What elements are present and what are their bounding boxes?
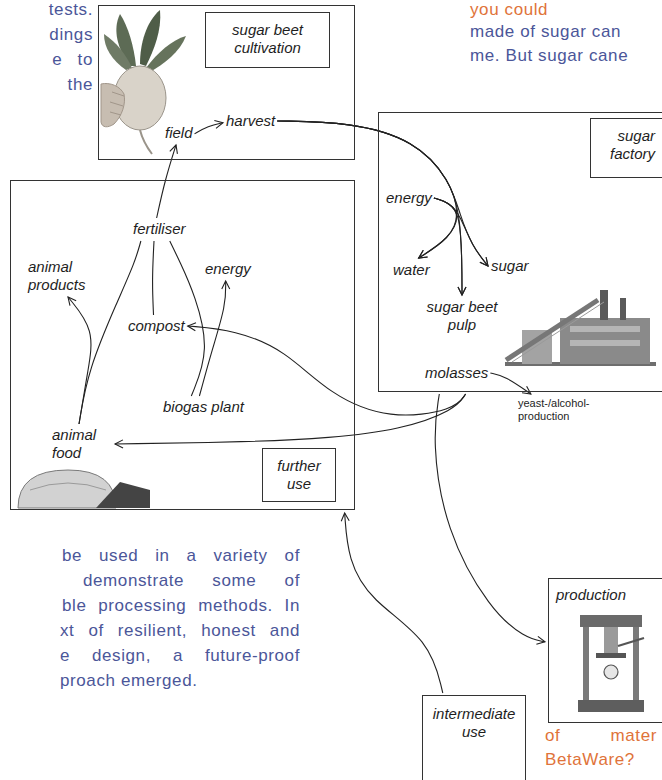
body-text-fragment: be used in a variety of <box>62 546 300 566</box>
flow-term: water <box>393 261 430 279</box>
flow-term: animal food <box>52 426 112 462</box>
body-text-fragment: the <box>68 75 93 95</box>
stage-heading: production <box>556 586 626 604</box>
beet-photo <box>146 36 186 72</box>
body-text-fragment: proach emerged. <box>60 671 198 691</box>
flow-arrow <box>115 394 466 444</box>
factory-photo <box>620 298 626 320</box>
stage-heading: further use <box>262 448 336 502</box>
stage-box: production <box>548 578 662 723</box>
beet-photo <box>104 34 132 70</box>
biogas-photo <box>18 470 150 508</box>
press-photo <box>618 638 644 646</box>
flow-term: field <box>165 124 193 142</box>
flow-label: yeast-/alcohol- production <box>518 397 604 423</box>
press-photo <box>583 627 589 701</box>
factory-photo <box>506 300 598 360</box>
flow-term: energy <box>386 189 432 207</box>
flow-label: energy <box>386 189 432 207</box>
flow-term: sugar beet pulp <box>424 298 500 334</box>
flow-label: energy <box>205 260 251 278</box>
flow-arrow <box>277 121 488 266</box>
flow-term: biogas plant <box>163 398 244 416</box>
press-photo <box>580 615 642 627</box>
flow-label: harvest <box>226 112 275 130</box>
flow-term: energy <box>205 260 251 278</box>
flow-label: sugar beet pulp <box>424 298 500 334</box>
flow-term: harvest <box>226 112 275 130</box>
biogas-photo <box>96 482 150 508</box>
beet-photo <box>101 83 125 126</box>
body-text-fragment: BetaWare? <box>545 750 635 770</box>
press-photo <box>596 653 626 658</box>
flow-label: sugar <box>491 257 529 275</box>
flow-term: compost <box>128 317 185 335</box>
flow-label: molasses <box>425 364 488 382</box>
flow-term: fertiliser <box>133 220 186 238</box>
factory-photo <box>570 326 640 332</box>
flow-label: compost <box>128 317 185 335</box>
body-text-fragment: ble processing methods. In <box>62 596 300 616</box>
flow-arrow <box>490 373 531 394</box>
flow-arrow <box>277 121 456 258</box>
factory-photo <box>570 340 640 346</box>
factory-photo <box>560 318 650 364</box>
flow-arrow <box>195 123 223 134</box>
flow-arrow <box>419 198 457 258</box>
biogas-photo <box>30 483 106 490</box>
stage-heading: intermediate use <box>423 696 525 750</box>
flow-label: animal products <box>28 258 108 294</box>
flow-arrow <box>68 297 91 424</box>
beet-photo <box>140 130 152 154</box>
flow-arrow <box>345 513 443 693</box>
press-photo <box>578 700 644 712</box>
stage-heading: sugar beet cultivation <box>205 12 330 68</box>
body-text-fragment: e to <box>52 50 93 70</box>
body-text-fragment: me. But sugar cane <box>470 46 628 66</box>
body-text-fragment: of mater <box>545 726 657 746</box>
factory-photo <box>505 290 656 366</box>
factory-photo <box>512 302 604 362</box>
flow-term: sugar <box>491 257 529 275</box>
flow-arrow <box>153 241 154 315</box>
stage-box: intermediate use <box>422 695 526 780</box>
flow-label: animal food <box>52 426 112 462</box>
press-photo <box>604 665 618 679</box>
body-text-fragment: you could <box>470 0 548 20</box>
body-text-fragment: tests. <box>49 0 93 20</box>
flow-arrow <box>434 198 462 295</box>
body-text-fragment: made of sugar can <box>470 22 621 42</box>
press-photo <box>633 627 639 701</box>
factory-photo <box>600 290 608 320</box>
beet-photo <box>110 92 124 115</box>
flow-term: molasses <box>425 364 488 382</box>
flow-arrow <box>199 281 225 396</box>
press-photo <box>578 615 644 712</box>
flow-label: biogas plant <box>163 398 244 416</box>
flow-arrow <box>277 121 462 295</box>
flow-label: water <box>393 261 430 279</box>
stage-box: sugar beet cultivation field harvest <box>98 5 355 160</box>
body-text-fragment: xt of resilient, honest and <box>60 621 300 641</box>
body-text-fragment: demonstrate some of <box>83 571 300 591</box>
flow-label: field <box>165 124 193 142</box>
press-photo <box>604 627 618 653</box>
flow-term: yeast-/alcohol- production <box>518 397 604 423</box>
stage-box: further use fertiliser animal products ener… <box>10 180 355 510</box>
flow-label: fertiliser <box>133 220 186 238</box>
stage-heading: sugar factory <box>590 118 662 178</box>
flow-arrow <box>435 394 545 642</box>
stage-box: sugar factory energy water sugar sugar beet … <box>378 112 662 392</box>
body-text-fragment: dings <box>49 25 93 45</box>
flow-arrow <box>157 145 176 218</box>
body-text-fragment: e design, a future-proof <box>60 646 300 666</box>
flow-term: animal products <box>28 258 108 294</box>
flow-arrow <box>434 198 488 266</box>
